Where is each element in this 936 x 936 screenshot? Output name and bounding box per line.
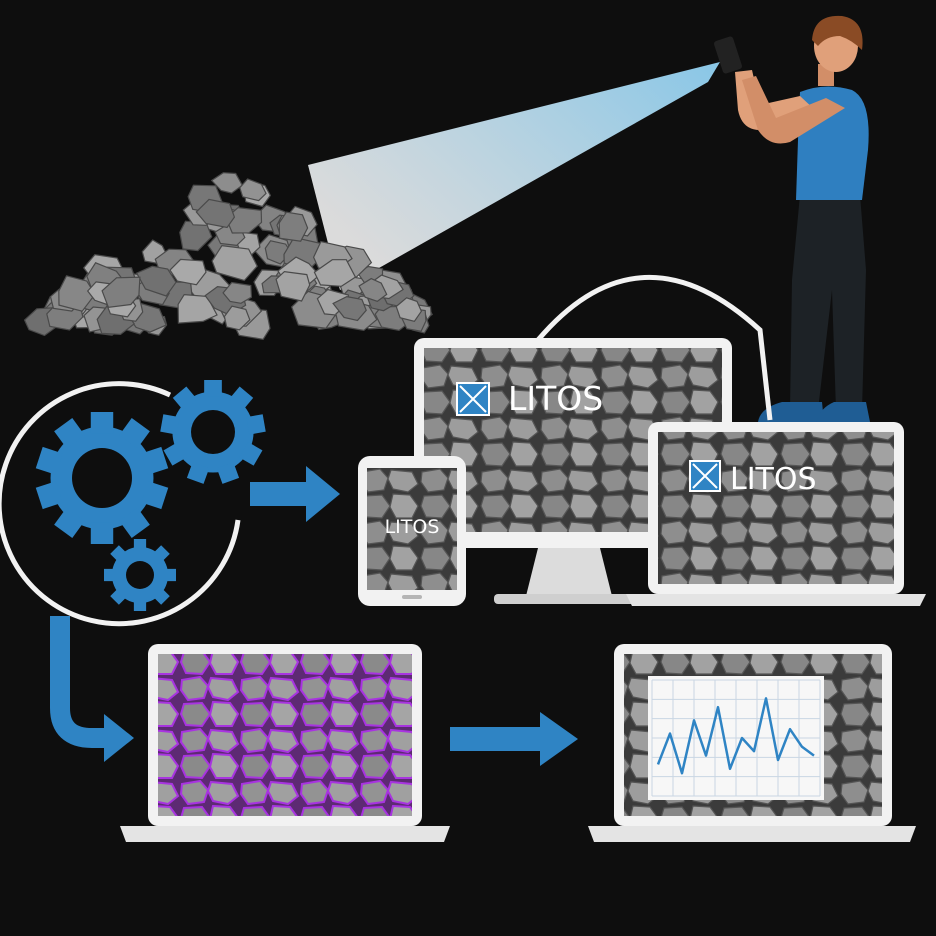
gear-mid-tooth bbox=[163, 442, 187, 466]
rock bbox=[58, 275, 96, 312]
rock bbox=[179, 220, 213, 252]
tablet: LITOS bbox=[358, 456, 466, 606]
gear-large-tooth bbox=[54, 507, 85, 538]
gears-icon bbox=[0, 380, 266, 627]
rock bbox=[169, 258, 207, 286]
scan-beam bbox=[308, 62, 720, 290]
rock bbox=[395, 297, 423, 322]
gear-mid-tooth bbox=[186, 462, 210, 484]
gear-small-tooth bbox=[110, 545, 128, 563]
arrow-down-right-icon bbox=[50, 616, 134, 762]
rock bbox=[222, 281, 253, 304]
segmentation-laptop bbox=[120, 644, 450, 842]
gear-large-tooth bbox=[35, 446, 63, 475]
gear-mid-tooth bbox=[216, 462, 240, 484]
rock bbox=[278, 211, 309, 242]
rock bbox=[275, 270, 311, 302]
connection-arc bbox=[536, 274, 773, 421]
analytics-laptop bbox=[588, 644, 916, 842]
gear-small-tooth bbox=[104, 568, 116, 582]
gear-large-tooth bbox=[90, 412, 114, 434]
gear-mid-tooth bbox=[204, 380, 222, 397]
rock bbox=[210, 172, 244, 194]
gear-mid-tooth bbox=[228, 386, 254, 411]
rock bbox=[211, 245, 258, 282]
gear-large-tooth bbox=[90, 522, 114, 544]
monitor-logo-text: LITOS bbox=[508, 379, 603, 418]
gear-small-hole bbox=[126, 561, 154, 589]
gear-small-tooth bbox=[110, 587, 128, 605]
tablet-logo-text: LITOS bbox=[385, 516, 440, 538]
gear-large-tooth bbox=[141, 446, 169, 475]
rock bbox=[223, 305, 251, 331]
rock bbox=[313, 259, 357, 287]
gear-mid-tooth bbox=[160, 414, 180, 435]
gear-large-tooth bbox=[119, 507, 150, 538]
gear-small-tooth bbox=[152, 587, 170, 605]
chart-series-line bbox=[656, 697, 815, 775]
rock bbox=[358, 277, 388, 302]
laptop-logo-text: LITOS bbox=[730, 462, 817, 497]
litos-logo-icon bbox=[456, 382, 490, 416]
gear-mid-tooth bbox=[246, 414, 266, 435]
gear-mid-tooth bbox=[239, 442, 263, 466]
rock bbox=[135, 265, 177, 297]
gear-large-tooth bbox=[119, 418, 150, 449]
gear-small-tooth bbox=[133, 599, 147, 611]
gear-large-hole bbox=[72, 448, 132, 508]
gear-large-tooth bbox=[141, 481, 169, 510]
gear-mid-tooth bbox=[172, 386, 198, 411]
gear-large-tooth bbox=[54, 418, 85, 449]
rock bbox=[332, 295, 367, 322]
arrow-right-icon-2 bbox=[450, 712, 578, 766]
gear-mid-hole bbox=[191, 410, 235, 454]
rock bbox=[101, 276, 141, 309]
laptop-top: LITOS bbox=[626, 422, 926, 606]
line-chart-icon bbox=[648, 676, 824, 800]
phone-scan-icon bbox=[714, 15, 870, 422]
gear-small-tooth bbox=[164, 568, 176, 582]
rock-pile bbox=[23, 172, 433, 340]
litos-logo-icon-2 bbox=[689, 460, 721, 492]
gear-large-tooth bbox=[35, 481, 63, 510]
gear-small-tooth bbox=[133, 539, 147, 551]
rock bbox=[239, 178, 267, 202]
rock bbox=[195, 198, 236, 229]
gear-small-tooth bbox=[152, 545, 170, 563]
arrow-right-icon bbox=[250, 466, 340, 522]
